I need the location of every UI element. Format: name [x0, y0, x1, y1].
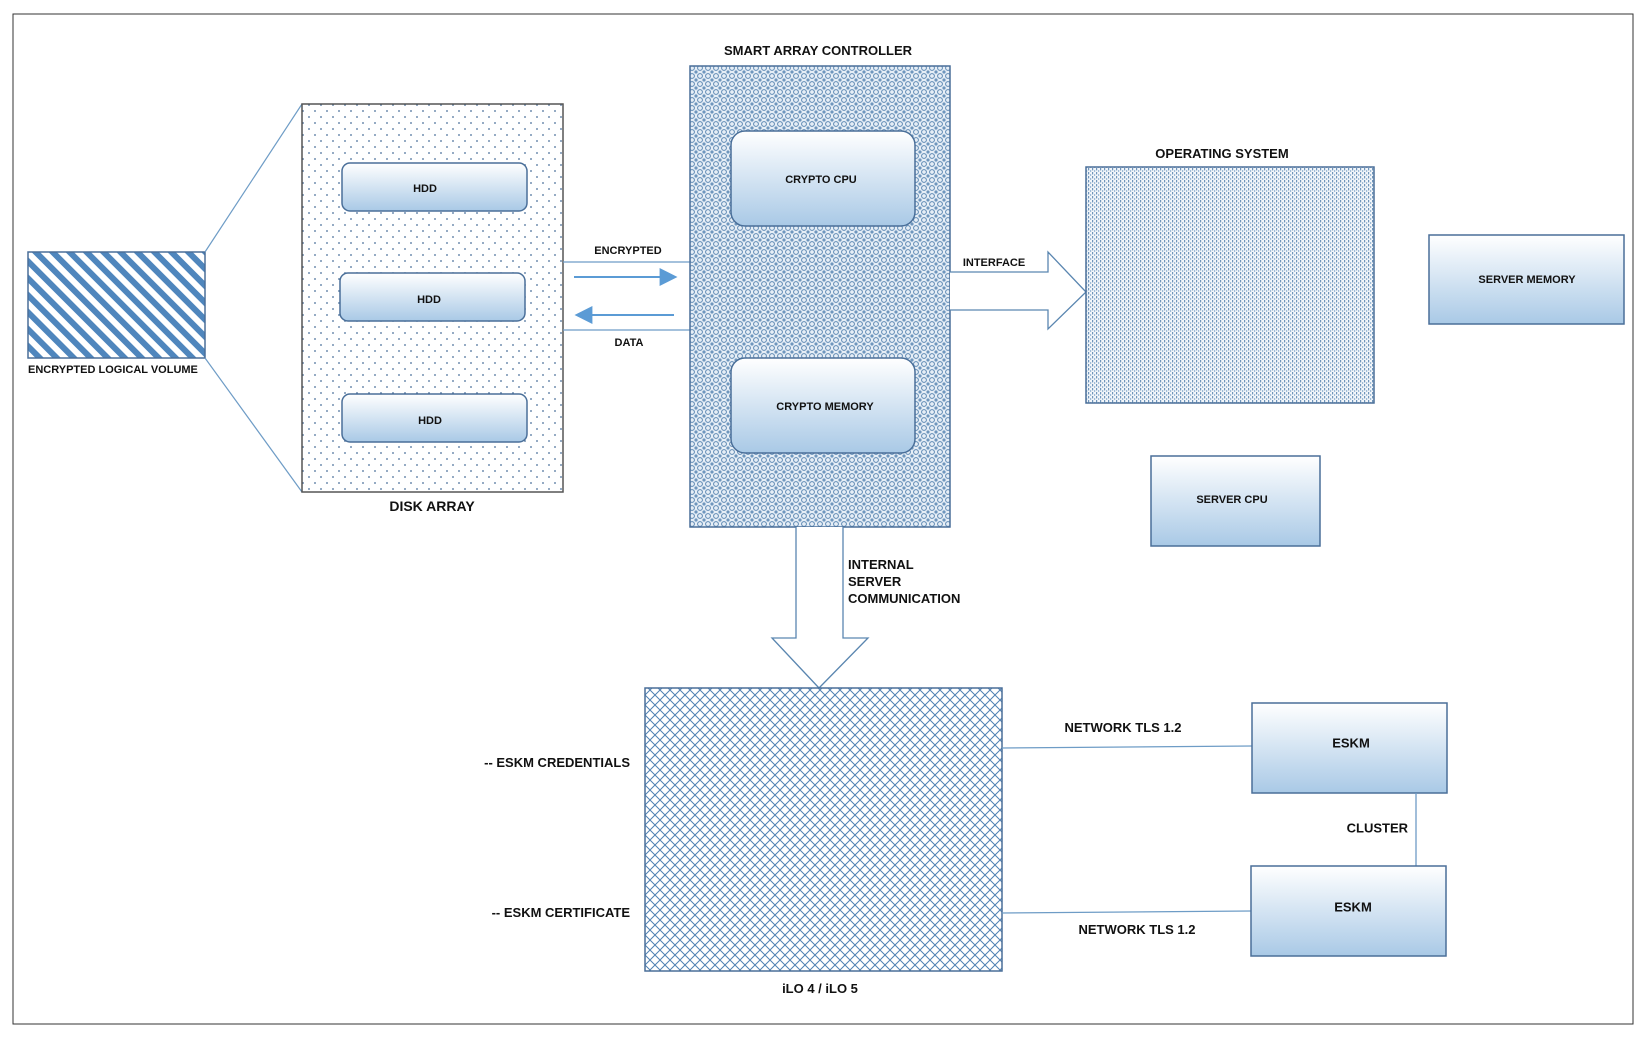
server-cpu-label: SERVER CPU	[1196, 494, 1267, 506]
eskm-1-box	[1251, 702, 1448, 794]
crypto-cpu-box	[730, 130, 916, 227]
encrypted-logical-volume-box	[27, 251, 206, 359]
ilo-box	[644, 687, 1003, 972]
encrypted-logical-volume-label: ENCRYPTED LOGICAL VOLUME	[28, 364, 198, 376]
network-link-top	[1001, 745, 1253, 749]
disk-array-label: DISK ARRAY	[389, 498, 475, 514]
encrypted-label: ENCRYPTED	[594, 245, 661, 257]
eskm-certificate-label: -- ESKM CERTIFICATE	[492, 905, 631, 920]
operating-system-label: OPERATING SYSTEM	[1155, 146, 1288, 161]
network-tls-top-label: NETWORK TLS 1.2	[1064, 720, 1181, 735]
crypto-cpu-label: CRYPTO CPU	[785, 174, 857, 186]
server-memory-label: SERVER MEMORY	[1478, 274, 1576, 286]
hdd-2	[339, 272, 526, 322]
eskm-1-label: ESKM	[1332, 735, 1370, 750]
network-link-bottom	[1001, 910, 1252, 914]
server-memory-box	[1428, 234, 1625, 325]
zoom-line-bottom	[204, 357, 303, 493]
data-label: DATA	[615, 337, 644, 349]
interface-label: INTERFACE	[963, 257, 1025, 269]
crypto-memory-label: CRYPTO MEMORY	[776, 401, 874, 413]
eskm-credentials-label: -- ESKM CREDENTIALS	[484, 755, 630, 770]
server-cpu-box	[1150, 455, 1321, 547]
hdd-1	[341, 162, 528, 212]
eskm-2-box	[1250, 865, 1447, 957]
internal-communication-arrow	[770, 527, 870, 689]
smart-array-controller-label: SMART ARRAY CONTROLLER	[724, 43, 913, 58]
cluster-label: CLUSTER	[1347, 820, 1409, 835]
network-tls-bottom-label: NETWORK TLS 1.2	[1078, 922, 1195, 937]
crypto-memory-box	[730, 357, 916, 454]
operating-system-box	[1085, 166, 1375, 404]
zoom-line-top	[204, 103, 303, 253]
internal-label-line-3: COMMUNICATION	[848, 591, 960, 606]
hdd-3	[341, 393, 528, 443]
eskm-2-label: ESKM	[1334, 899, 1372, 914]
outer-frame	[12, 13, 1634, 1025]
hdd-2-label: HDD	[417, 294, 441, 306]
hdd-1-label: HDD	[413, 183, 437, 195]
ilo-label: iLO 4 / iLO 5	[782, 981, 858, 996]
hdd-3-label: HDD	[418, 415, 442, 427]
internal-label-line-2: SERVER	[848, 574, 902, 589]
internal-label-line-1: INTERNAL	[848, 557, 914, 572]
